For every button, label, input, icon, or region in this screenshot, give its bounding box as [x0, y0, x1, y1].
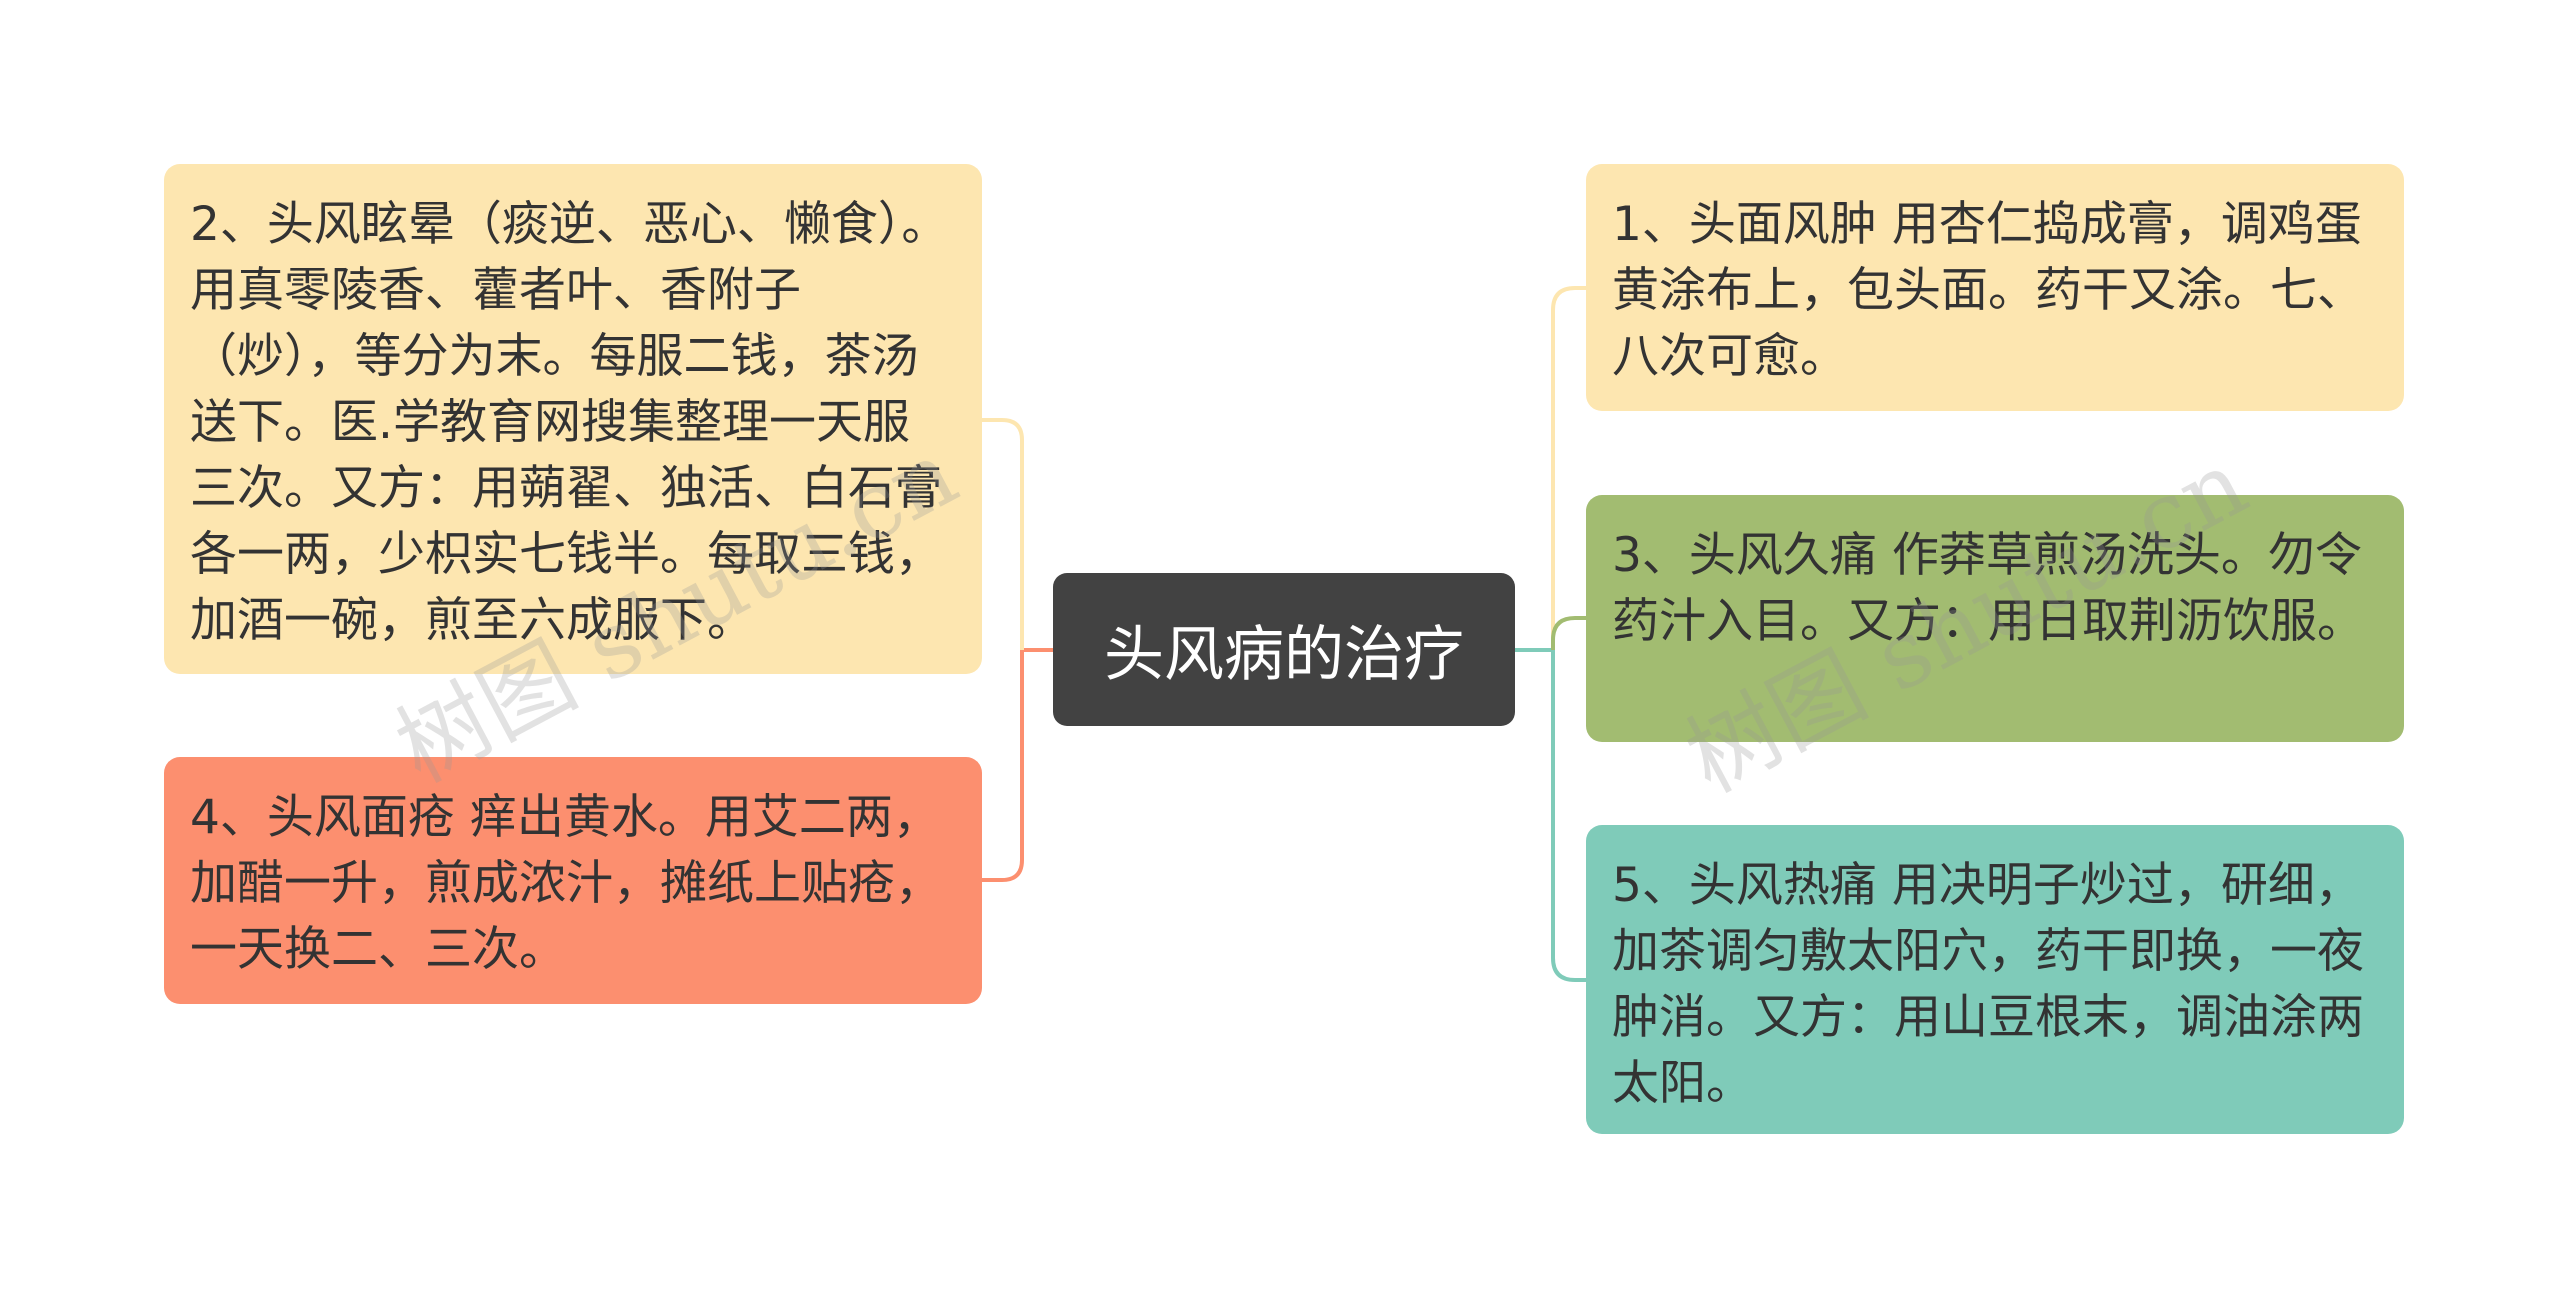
topic-node-1-text: 1、头面风肿 用杏仁捣成膏，调鸡蛋黄涂布上，包头面。药干又涂。七、八次可愈。: [1612, 197, 2364, 384]
topic-node-2-text: 2、头风眩晕（痰逆、恶心、懒食）。用真零陵香、藿者叶、香附子（炒），等分为末。每…: [190, 197, 949, 648]
topic-node-4-text: 4、头风面疮 痒出黄水。用艾二两，加醋一升，煎成浓汁，摊纸上贴疮，一天换二、三次…: [190, 790, 942, 977]
topic-node-5-text: 5、头风热痛 用决明子炒过，研细，加茶调匀敷太阳穴，药干即换，一夜肿消。又方：用…: [1612, 858, 2364, 1111]
topic-node-3[interactable]: 3、头风久痛 作莽草煎汤洗头。勿令药汁入目。又方：用日取荆沥饮服。: [1586, 495, 2404, 742]
topic-node-2[interactable]: 2、头风眩晕（痰逆、恶心、懒食）。用真零陵香、藿者叶、香附子（炒），等分为末。每…: [164, 164, 982, 674]
topic-node-4[interactable]: 4、头风面疮 痒出黄水。用艾二两，加醋一升，煎成浓汁，摊纸上贴疮，一天换二、三次…: [164, 757, 982, 1004]
central-topic[interactable]: 头风病的治疗: [1053, 573, 1515, 726]
topic-node-3-text: 3、头风久痛 作莽草煎汤洗头。勿令药汁入目。又方：用日取荆沥饮服。: [1612, 528, 2364, 649]
connector-n2: [982, 418, 1024, 650]
central-topic-label: 头风病的治疗: [1104, 620, 1464, 690]
connector-n5: [1551, 650, 1586, 982]
topic-node-1[interactable]: 1、头面风肿 用杏仁捣成膏，调鸡蛋黄涂布上，包头面。药干又涂。七、八次可愈。: [1586, 164, 2404, 411]
topic-node-5[interactable]: 5、头风热痛 用决明子炒过，研细，加茶调匀敷太阳穴，药干即换，一夜肿消。又方：用…: [1586, 825, 2404, 1134]
connector-n4: [982, 650, 1024, 882]
connector-n1: [1551, 286, 1586, 650]
connector-n3: [1551, 616, 1586, 650]
